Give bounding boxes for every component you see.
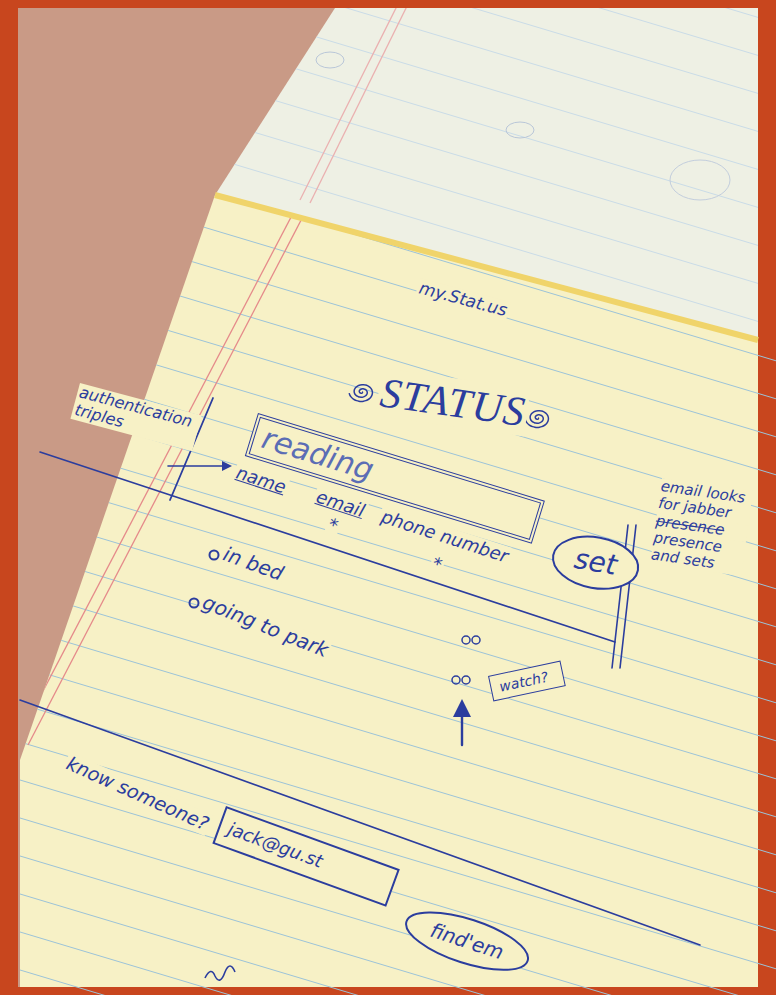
- paper-detail: [0, 0, 776, 137]
- paper-detail: [0, 740, 776, 973]
- lower-page: [20, 195, 758, 987]
- page-fold: [215, 195, 758, 340]
- paper-detail: [0, 702, 776, 935]
- paper-detail: [0, 0, 776, 171]
- spiral-ornament: [525, 411, 548, 428]
- paper-detail: [0, 128, 776, 361]
- paper-detail: [0, 0, 776, 973]
- paper-detail: [0, 356, 776, 589]
- sketch-label: going to park: [197, 590, 333, 663]
- separator-line: [20, 700, 700, 945]
- spiral-ornament: [349, 385, 372, 402]
- eye-icon: [462, 676, 470, 684]
- eye-icon: [452, 676, 460, 684]
- paper-detail: [0, 812, 776, 995]
- sketch-label: *: [428, 553, 447, 577]
- paper-detail: [0, 622, 776, 855]
- paper-detail: [0, 474, 776, 707]
- paper-detail: [20, 200, 300, 735]
- paper-detail: [0, 0, 776, 99]
- paper-detail: [310, 0, 410, 203]
- paper-detail: [0, 508, 776, 741]
- email-input: jack@gu.st: [212, 806, 400, 907]
- find-button: find'em: [397, 898, 537, 984]
- radio-bullet: [190, 599, 199, 608]
- paper-detail: [0, 0, 776, 213]
- paper-detail: [0, 888, 776, 995]
- paper-detail: [0, 736, 776, 969]
- sketch-label: name: [232, 462, 291, 499]
- paper-detail: [0, 470, 776, 703]
- paper-detail: [0, 94, 776, 327]
- sketch-label: authentication triples: [70, 383, 201, 451]
- paper-detail: [316, 52, 344, 68]
- paper-detail: [0, 550, 776, 783]
- sketch-label: my.Stat.us: [415, 278, 511, 321]
- paper-detail: [0, 0, 776, 175]
- eye-icon: [472, 636, 480, 644]
- paper-detail: [0, 698, 776, 931]
- paper-detail: [670, 160, 730, 200]
- arrow-head: [222, 461, 232, 471]
- sketch-label: know someone?: [61, 752, 214, 836]
- eye-icon: [462, 636, 470, 644]
- paper-detail: [0, 626, 776, 859]
- paper-detail: [0, 660, 776, 893]
- paper-detail: [20, 385, 700, 980]
- paper-detail: [0, 56, 776, 289]
- paper-detail: [0, 14, 776, 247]
- arrow-head: [453, 699, 471, 717]
- paper-detail: [0, 52, 776, 285]
- paper-detail: [0, 398, 776, 631]
- sketch-label: in bed: [218, 542, 288, 586]
- paper-detail: [0, 132, 776, 365]
- box-text: jack@gu.st: [223, 818, 327, 873]
- watch-box: watch?: [488, 661, 565, 702]
- sketch-label: *: [324, 514, 343, 538]
- paper-detail: [0, 0, 776, 61]
- paper-detail: [506, 122, 534, 138]
- paper-detail: [0, 90, 776, 323]
- paper-detail: [0, 512, 776, 745]
- paper-detail: [0, 964, 776, 995]
- paper-detail: [0, 166, 776, 399]
- oval-outline: [400, 901, 535, 982]
- set-button: set: [547, 528, 645, 597]
- squiggle: [205, 966, 235, 980]
- title-text: STATUS: [375, 368, 530, 437]
- paper-detail: [300, 0, 400, 200]
- radio-bullet: [210, 551, 219, 560]
- paper-detail: [0, 664, 776, 897]
- paper-detail: [0, 926, 776, 995]
- paper-detail: [0, 0, 776, 23]
- paper-detail: [0, 546, 776, 779]
- desk: [18, 8, 758, 987]
- box-text: watch?: [496, 668, 552, 695]
- paper-detail: [0, 360, 776, 593]
- paper-detail: [0, 18, 776, 251]
- paper-detail: [0, 0, 776, 209]
- paper-detail: [28, 203, 310, 745]
- paper-detail: [0, 0, 776, 133]
- paper-detail: [0, 242, 776, 475]
- paper-detail: [0, 246, 776, 479]
- side-note: email looks for jabberpresencepresence a…: [650, 478, 753, 576]
- oval-outline: [549, 530, 642, 595]
- pointer-arrow: [168, 465, 226, 467]
